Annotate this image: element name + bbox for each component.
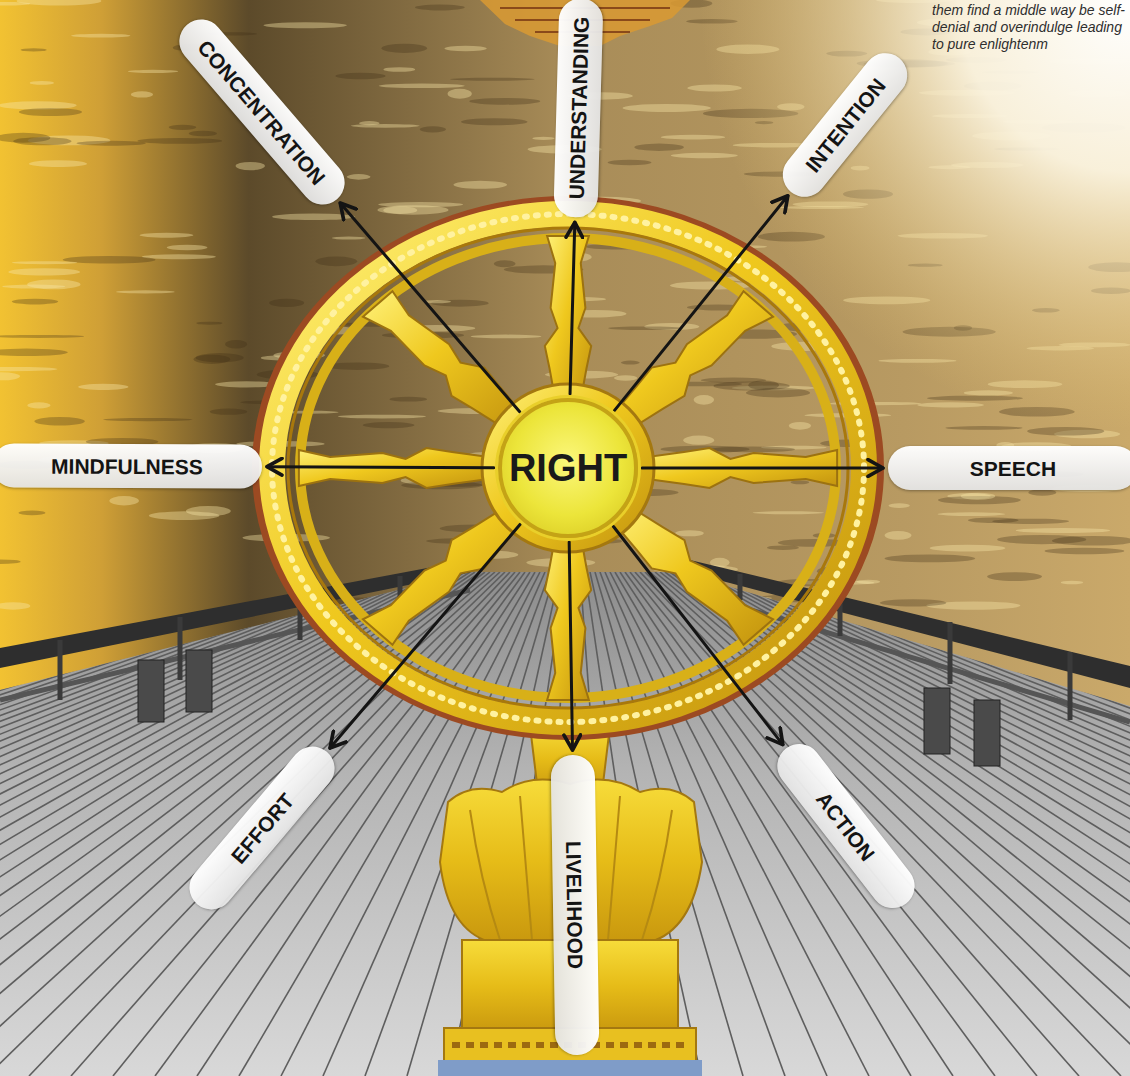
pedestal xyxy=(438,726,702,1076)
path-label-tab: EFFORT xyxy=(180,738,343,919)
hub-circle: RIGHT xyxy=(498,398,638,538)
path-word: INTENTION xyxy=(801,74,888,175)
path-word: SPEECH xyxy=(970,458,1056,479)
path-label-tab: ACTION xyxy=(769,735,924,917)
bollard xyxy=(974,700,1000,766)
plank-line xyxy=(755,572,1130,1076)
spoke-arrow xyxy=(267,467,494,468)
spoke-arrow xyxy=(340,203,519,412)
plank-line xyxy=(790,572,1130,1076)
caption-note: them find a middle way be self-denial an… xyxy=(932,2,1126,53)
hub-ring xyxy=(482,384,654,552)
path-word: MINDFULNESS xyxy=(51,455,203,477)
path-label-tab: UNDERSTANDING xyxy=(553,0,603,218)
plank-line xyxy=(760,572,1130,1076)
path-label-tab: MINDFULNESS xyxy=(0,443,262,488)
arrows xyxy=(267,196,883,750)
path-label-tab: LIVELIHOOD xyxy=(551,755,600,1056)
plank-line xyxy=(645,572,1130,1076)
wheel-spoke xyxy=(363,505,525,645)
wheel-spoke xyxy=(611,505,773,645)
bollard xyxy=(924,688,950,754)
path-word: UNDERSTANDING xyxy=(565,16,591,199)
plank-line xyxy=(29,572,510,1076)
pedestal-foot xyxy=(438,1060,702,1076)
plank-line xyxy=(795,572,1130,1076)
plank-line xyxy=(800,572,1130,1076)
spoke-arrow xyxy=(569,542,572,750)
path-label-tab: INTENTION xyxy=(774,44,916,205)
wheel-spoke xyxy=(611,291,773,431)
path-label-tab: CONCENTRATION xyxy=(170,10,353,213)
spoke-arrow xyxy=(613,527,782,745)
spoke-arrow xyxy=(642,466,883,469)
plank-line xyxy=(785,572,1130,1076)
bollard xyxy=(186,650,212,712)
hub-word: RIGHT xyxy=(509,449,627,487)
spoke-arrow xyxy=(570,222,575,394)
spoke-arrow xyxy=(615,196,788,411)
path-word: EFFORT xyxy=(227,789,297,867)
path-word: CONCENTRATION xyxy=(194,36,329,188)
plank-line xyxy=(780,572,1130,1076)
spoke-arrow xyxy=(330,524,520,748)
wheel-spoke xyxy=(545,236,591,406)
path-word: LIVELIHOOD xyxy=(563,841,586,970)
plank-line xyxy=(680,572,1130,1076)
path-word: ACTION xyxy=(813,788,879,864)
path-label-tab: SPEECH xyxy=(888,446,1130,490)
bollard xyxy=(138,660,164,722)
plank-line xyxy=(750,572,1130,1076)
wheel-spoke xyxy=(363,291,525,431)
